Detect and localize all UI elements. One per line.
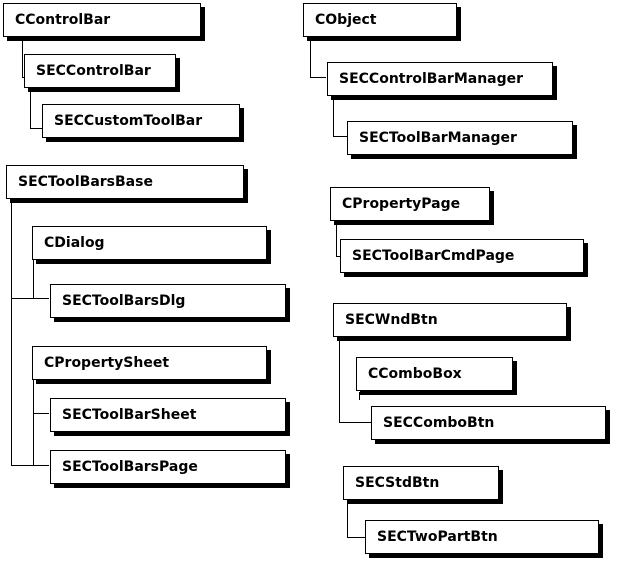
connector [11, 199, 12, 466]
class-box-seccombobtn: SECComboBtn [371, 406, 606, 440]
class-box-sectwopartbtn: SECTwoPartBtn [365, 520, 599, 554]
connector [333, 97, 334, 137]
class-box-secwndbtn: SECWndBtn [333, 303, 567, 337]
class-box-cpropertypage: CPropertyPage [330, 187, 490, 221]
class-box-seccontrolbarmanager: SECControlBarManager [327, 62, 553, 96]
connector [33, 380, 34, 466]
class-box-ccontrolbar: CControlBar [3, 3, 201, 37]
connector [33, 413, 49, 414]
connector [333, 136, 347, 137]
connector [347, 502, 348, 538]
class-box-seccontrolbar: SECControlBar [24, 54, 176, 88]
class-box-secstdbtn: SECStdBtn [343, 466, 499, 500]
class-box-sectoolbarspage: SECToolBarsPage [50, 450, 286, 484]
connector [310, 38, 311, 78]
connector [336, 222, 337, 257]
connector [11, 465, 49, 466]
class-box-cdialog: CDialog [32, 226, 267, 260]
connector [339, 337, 340, 423]
class-box-sectoolbarsheet: SECToolBarSheet [50, 398, 286, 432]
connector [22, 38, 23, 78]
connector [359, 392, 360, 400]
connector [336, 256, 340, 257]
class-box-cobject: CObject [303, 3, 457, 37]
connector [310, 77, 326, 78]
connector [22, 77, 24, 78]
class-box-sectoolbarsdlg: SECToolBarsDlg [50, 284, 286, 318]
connector [33, 260, 34, 299]
connector [30, 88, 31, 129]
connector [339, 422, 371, 423]
class-box-seccustomtoolbar: SECCustomToolBar [42, 104, 240, 138]
connector [30, 128, 42, 129]
class-box-sectoolbarmanager: SECToolBarManager [347, 121, 573, 155]
connector [347, 537, 365, 538]
connector [11, 298, 49, 299]
class-box-cpropertysheet: CPropertySheet [32, 346, 267, 380]
class-box-sectoolbarsbase: SECToolBarsBase [6, 165, 244, 199]
class-box-ccombobox: CComboBox [356, 357, 513, 391]
class-box-sectoolbarcmdpage: SECToolBarCmdPage [340, 239, 584, 273]
